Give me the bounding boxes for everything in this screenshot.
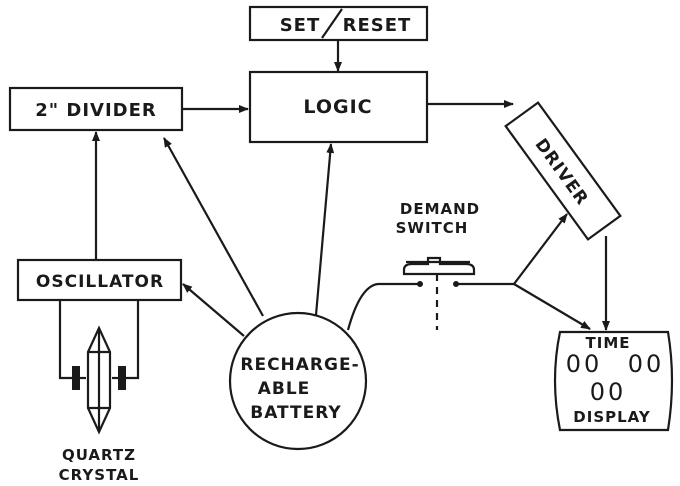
arrow-node-display: [513, 283, 591, 330]
time-display: TIME 00 00 00 DISPLAY: [553, 330, 674, 432]
arrow-battery-oscillator: [182, 283, 245, 337]
logic-block: LOGIC: [248, 70, 429, 144]
display-digits-right: 00: [628, 350, 665, 378]
oscillator-label: OSCILLATOR: [36, 272, 164, 292]
arrow-node-driver: [513, 213, 568, 285]
wire-battery-switch: [346, 282, 420, 331]
logic-label: LOGIC: [303, 96, 372, 118]
display-digits-bottom: 00: [590, 378, 627, 406]
set-reset-block: SET RESET: [248, 5, 429, 42]
reset-label: RESET: [343, 15, 412, 36]
divider-label: 2" DIVIDER: [35, 100, 157, 121]
crystal-label: CRYSTAL: [59, 466, 140, 484]
battery-line-1: RECHARGE-: [240, 355, 359, 375]
battery-line-2: ABLE: [258, 379, 311, 399]
demand-label: DEMAND: [400, 200, 480, 218]
quartz-crystal: QUARTZ CRYSTAL: [59, 325, 140, 484]
demand-switch: DEMAND SWITCH: [396, 200, 480, 330]
set-label: SET: [280, 15, 321, 36]
battery-line-3: BATTERY: [250, 403, 341, 423]
quartz-label: QUARTZ: [62, 446, 136, 464]
arrow-battery-logic: [314, 143, 335, 316]
lead-right: [126, 300, 140, 380]
divider-block: 2" DIVIDER: [8, 86, 184, 132]
set-reset-slash: [321, 8, 343, 39]
switch-label: SWITCH: [396, 219, 469, 237]
oscillator-block: OSCILLATOR: [16, 258, 183, 302]
display-time-label: TIME: [586, 334, 631, 352]
display-digits-left: 00: [566, 350, 603, 378]
display-label: DISPLAY: [573, 408, 651, 426]
connectors: [58, 40, 610, 380]
arrow-battery-divider: [163, 137, 264, 317]
rechargeable-battery: RECHARGE- ABLE BATTERY: [228, 311, 368, 451]
lead-left: [58, 300, 72, 380]
